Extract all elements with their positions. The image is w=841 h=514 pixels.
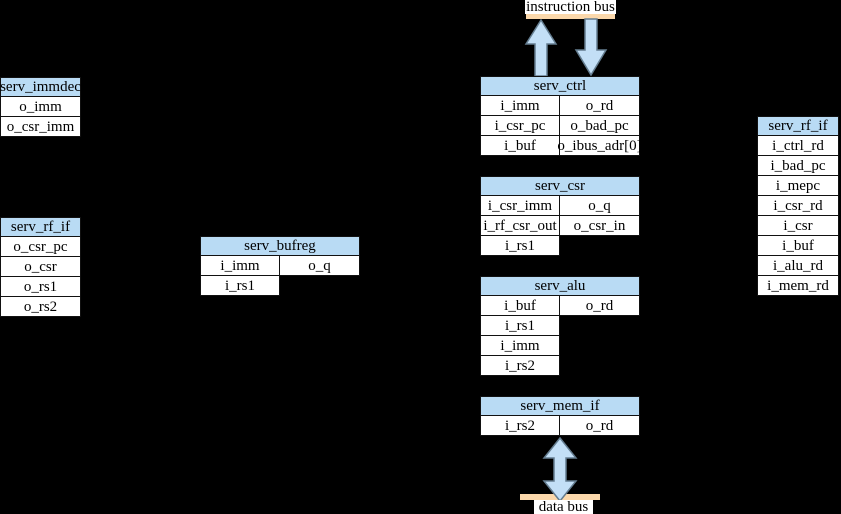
data-bus-label: data bus — [534, 499, 593, 514]
port-row: o_csr_pc — [0, 237, 81, 257]
instruction-bus-label: instruction bus — [525, 0, 616, 15]
port-row: o_csr_imm — [0, 117, 81, 137]
module-serv-csr: serv_csr i_csr_imm o_q i_rf_csr_out o_cs… — [480, 176, 640, 256]
port-row: o_rs1 — [0, 277, 81, 297]
port-cell: o_rd — [560, 296, 640, 316]
module-serv-ctrl: serv_ctrl i_imm o_rd i_csr_pc o_bad_pc i… — [480, 76, 642, 156]
port-cell: i_buf — [480, 296, 560, 316]
port-cell: i_csr_imm — [480, 196, 560, 216]
port-cell: i_mem_rd — [757, 276, 839, 296]
module-header: serv_alu — [480, 276, 640, 296]
port-row: i_mepc — [757, 176, 839, 196]
port-row: i_imm o_rd — [480, 96, 640, 116]
port-cell: i_imm — [480, 96, 560, 116]
module-serv-bufreg: serv_bufreg i_imm o_q i_rs1 — [200, 236, 360, 296]
module-header: serv_csr — [480, 176, 640, 196]
module-header: serv_rf_if — [0, 217, 81, 237]
port-row: i_rs2 o_rd — [480, 416, 640, 436]
port-cell: o_rd — [560, 96, 640, 116]
port-cell: i_rs2 — [480, 356, 560, 376]
port-row: i_imm o_q — [200, 256, 360, 276]
port-row: i_rf_csr_out o_csr_in — [480, 216, 640, 236]
port-cell: o_q — [560, 196, 640, 216]
module-serv-rf-if-right: serv_rf_if i_ctrl_rd i_bad_pc i_mepc i_c… — [757, 116, 839, 296]
port-cell: i_mepc — [757, 176, 839, 196]
port-row: o_imm — [0, 97, 81, 117]
port-row: i_mem_rd — [757, 276, 839, 296]
port-cell: i_csr_pc — [480, 116, 560, 136]
port-row: i_buf o_ibus_adr[0] — [480, 136, 642, 156]
port-cell: o_rs1 — [0, 277, 81, 297]
port-row: i_ctrl_rd — [757, 136, 839, 156]
port-cell: i_rf_csr_out — [480, 216, 560, 236]
port-row: i_bad_pc — [757, 156, 839, 176]
module-serv-immdec: serv_immdec o_imm o_csr_imm — [0, 77, 81, 137]
port-cell: o_ibus_adr[0] — [557, 136, 642, 156]
port-cell: o_rd — [560, 416, 640, 436]
port-cell: o_rs2 — [0, 297, 81, 317]
port-cell: i_rs1 — [200, 276, 280, 296]
port-cell: i_alu_rd — [757, 256, 839, 276]
module-header: serv_bufreg — [200, 236, 360, 256]
port-row: i_csr_imm o_q — [480, 196, 640, 216]
port-cell: i_imm — [480, 336, 560, 356]
port-cell: i_rs1 — [480, 316, 560, 336]
port-cell: o_csr_in — [560, 216, 640, 236]
module-header: serv_rf_if — [757, 116, 839, 136]
port-cell: i_rs1 — [480, 236, 560, 256]
port-cell: i_csr — [757, 216, 839, 236]
port-cell: o_q — [280, 256, 360, 276]
port-row: i_imm — [480, 336, 640, 356]
port-cell: i_buf — [757, 236, 839, 256]
port-cell: i_ctrl_rd — [757, 136, 839, 156]
port-cell: i_imm — [200, 256, 280, 276]
port-row: i_csr_pc o_bad_pc — [480, 116, 640, 136]
port-row: i_buf — [757, 236, 839, 256]
port-row: i_rs1 — [480, 316, 640, 336]
module-header: serv_ctrl — [480, 76, 640, 96]
module-header: serv_immdec — [0, 77, 81, 97]
down-arrow-icon — [574, 18, 608, 77]
up-arrow-icon — [524, 18, 558, 77]
module-serv-mem-if: serv_mem_if i_rs2 o_rd — [480, 396, 640, 436]
port-cell: i_rs2 — [480, 416, 560, 436]
port-cell: o_bad_pc — [560, 116, 640, 136]
port-cell: o_csr_imm — [0, 117, 81, 137]
port-cell: i_bad_pc — [757, 156, 839, 176]
port-row: i_csr_rd — [757, 196, 839, 216]
port-cell: o_imm — [0, 97, 81, 117]
module-header: serv_mem_if — [480, 396, 640, 416]
double-arrow-icon — [542, 436, 578, 503]
module-serv-rf-if-left: serv_rf_if o_csr_pc o_csr o_rs1 o_rs2 — [0, 217, 81, 317]
port-cell: i_csr_rd — [757, 196, 839, 216]
port-row: i_rs1 — [480, 236, 640, 256]
port-row: i_rs2 — [480, 356, 640, 376]
port-cell: i_buf — [480, 136, 560, 156]
module-serv-alu: serv_alu i_buf o_rd i_rs1 i_imm i_rs2 — [480, 276, 640, 376]
port-row: i_alu_rd — [757, 256, 839, 276]
port-cell: o_csr_pc — [0, 237, 81, 257]
port-row: o_csr — [0, 257, 81, 277]
port-row: i_csr — [757, 216, 839, 236]
port-cell: o_csr — [0, 257, 81, 277]
port-row: o_rs2 — [0, 297, 81, 317]
port-row: i_buf o_rd — [480, 296, 640, 316]
port-row: i_rs1 — [200, 276, 360, 296]
